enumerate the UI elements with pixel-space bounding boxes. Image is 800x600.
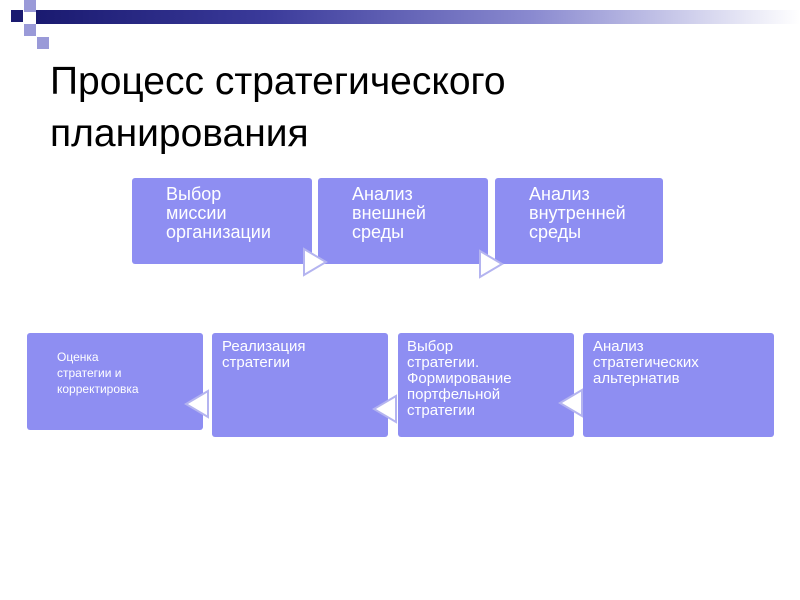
step-label: Анализ стратегических альтернатив (593, 338, 699, 387)
corner-decoration (0, 0, 70, 50)
step-strategy-choice: Выбор стратегии. Формирование портфельно… (398, 333, 574, 437)
step-internal-analysis: Анализ внутренней среды (495, 178, 663, 264)
step-label: Реализация стратегии (222, 338, 306, 371)
step-label: Выбор стратегии. Формирование портфельно… (407, 338, 512, 419)
step-alternatives-analysis: Анализ стратегических альтернатив (583, 333, 774, 437)
step-label: Анализ внутренней среды (529, 184, 626, 242)
corner-square (24, 0, 36, 12)
step-mission-choice: Выбор миссии организации (132, 178, 312, 264)
title-line-1: Процесс стратегического (50, 60, 506, 103)
header-bar (36, 10, 800, 24)
arrow-left-icon (558, 388, 583, 418)
step-external-analysis: Анализ внешней среды (318, 178, 488, 264)
title-line-2: планирования (50, 112, 309, 155)
step-label: Анализ внешней среды (352, 184, 426, 242)
step-label: Оценка стратегии и корректировка (57, 350, 139, 396)
slide-title: Процесс стратегического планирования (50, 56, 750, 160)
arrow-left-icon (372, 394, 397, 424)
step-evaluation: Оценка стратегии и корректировка (27, 333, 203, 430)
arrow-right-icon (303, 247, 328, 277)
corner-square (24, 24, 36, 36)
step-implementation: Реализация стратегии (212, 333, 388, 437)
arrow-left-icon (184, 389, 209, 419)
corner-square (37, 37, 49, 49)
arrow-right-icon (479, 249, 504, 279)
corner-square (11, 10, 23, 22)
step-label: Выбор миссии организации (166, 184, 271, 242)
